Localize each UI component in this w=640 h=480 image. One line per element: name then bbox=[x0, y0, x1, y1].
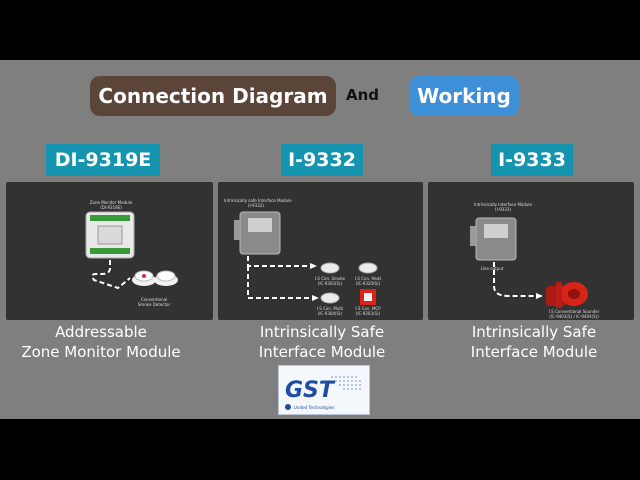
dev3-label: I.S Con. Multi bbox=[316, 306, 344, 311]
sounder-code: (IC-9403(S) / IC-9404(S)) bbox=[549, 314, 599, 319]
i9332-diagram bbox=[234, 211, 378, 305]
i9333-module-icon bbox=[470, 217, 517, 261]
connection-line bbox=[91, 260, 131, 290]
detector-label: Conventional bbox=[140, 297, 168, 302]
zone-module-label: Zone Monitor Module bbox=[89, 200, 133, 205]
dev1-label: I.S Con. Smoke bbox=[314, 276, 346, 281]
gst-logo-text: GST bbox=[285, 378, 336, 403]
connection-line-bottom bbox=[247, 266, 310, 299]
title-and: And bbox=[346, 86, 380, 104]
is-multi-detector-icon bbox=[320, 292, 340, 304]
line-output-label: Line output bbox=[480, 266, 504, 271]
detector-label-2: Smoke Detector bbox=[137, 302, 171, 307]
dev2-code: (IC-9320(S)) bbox=[355, 281, 381, 286]
is-interface-module-icon bbox=[234, 211, 281, 255]
i9333-module-code: (I-9333) bbox=[495, 207, 511, 212]
i9333-module-label: Intrinsically Interface Module bbox=[473, 202, 532, 207]
gst-logo-sub: United Technologies bbox=[294, 405, 334, 410]
caption-line-1: Intrinsically Safe bbox=[471, 323, 597, 341]
caption-line-2: Interface Module bbox=[258, 343, 386, 361]
connection-line-top bbox=[247, 256, 308, 267]
zone-monitor-module-icon bbox=[85, 211, 135, 259]
i9333-diagram bbox=[470, 217, 588, 308]
diagram-panel-i-9333: Intrinsically Interface Module (I-9333) … bbox=[428, 182, 634, 320]
caption-line-1: Addressable bbox=[55, 323, 147, 341]
gst-logo-graphic: GST United Technologies bbox=[285, 376, 361, 410]
model-badge-i-9332: I-9332 bbox=[281, 144, 363, 176]
model-badge-i-9333: I-9333 bbox=[491, 144, 573, 176]
dev3-code: (IC-9304(S)) bbox=[317, 311, 343, 316]
model-badge-di-9319e: DI-9319E bbox=[46, 144, 160, 176]
slide: Connection Diagram And Working DI-9319E … bbox=[0, 60, 640, 419]
diagram-panel-di-9319e: Zone Monitor Module (DI-9319E) Conventio… bbox=[6, 182, 213, 320]
caption-i-9332: Intrinsically Safe Interface Module bbox=[222, 322, 422, 362]
caption-line-2: Interface Module bbox=[470, 343, 598, 361]
caption-i-9333: Intrinsically Safe Interface Module bbox=[434, 322, 634, 362]
dev1-code: (IC-9303(S)) bbox=[317, 281, 343, 286]
sounder-icon bbox=[546, 282, 588, 308]
caption-line-1: Intrinsically Safe bbox=[259, 323, 385, 341]
is-mcp-icon bbox=[360, 289, 376, 305]
sounder-label: I.S Conventional Sounder bbox=[548, 309, 600, 314]
caption-line-2: Zone Monitor Module bbox=[21, 343, 181, 361]
caption-di-9319e: Addressable Zone Monitor Module bbox=[1, 322, 201, 362]
is-module-label: Intrinsically safe Interface Module bbox=[224, 198, 292, 203]
dev2-label: I.S Con. Heat bbox=[354, 276, 382, 281]
is-module-code: (I-9332) bbox=[248, 203, 264, 208]
title-working: Working bbox=[409, 76, 519, 116]
connection-line bbox=[493, 262, 536, 297]
is-smoke-detector-icon bbox=[320, 262, 340, 274]
is-heat-detector-icon bbox=[358, 262, 378, 274]
title-connection-diagram: Connection Diagram bbox=[90, 76, 336, 116]
gst-logo: GST United Technologies bbox=[278, 365, 370, 415]
smoke-detector-icon bbox=[132, 270, 178, 286]
zone-module-code: (DI-9319E) bbox=[100, 205, 122, 210]
dev4-code: (IC-9203(S)) bbox=[355, 311, 381, 316]
diagram-panel-i-9332: Intrinsically safe Interface Module (I-9… bbox=[218, 182, 423, 320]
dev4-label: I.S Con. MCP bbox=[355, 306, 381, 311]
zone-monitor-diagram bbox=[85, 211, 178, 290]
